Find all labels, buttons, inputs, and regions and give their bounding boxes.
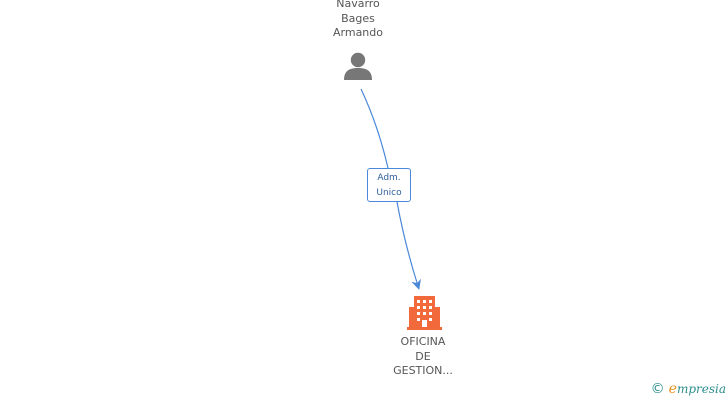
- empresia-watermark: © empresia: [651, 382, 726, 396]
- copyright-icon: ©: [650, 381, 665, 397]
- company-name-line-1: OFICINA: [400, 335, 446, 348]
- company-name-label[interactable]: OFICINA DE GESTION...: [373, 335, 473, 379]
- person-name-line-2: Bages: [341, 11, 375, 25]
- edge-line-bottom: [396, 201, 421, 290]
- company-name-line-3: GESTION...: [393, 364, 453, 377]
- person-name-label[interactable]: Navarro Bages Armando: [318, 0, 398, 41]
- person-name-line-1: Navarro: [336, 0, 380, 10]
- edge-role-label: Adm. Unico: [367, 168, 411, 202]
- person-icon[interactable]: [344, 52, 372, 80]
- edge-role-line-1: Adm.: [377, 173, 401, 183]
- company-name-line-2: DE: [415, 349, 431, 363]
- empresia-logo: empresia: [668, 381, 726, 397]
- edge-role-line-2: Unico: [376, 188, 402, 198]
- person-name-line-3: Armando: [333, 26, 383, 39]
- building-icon[interactable]: [407, 296, 442, 330]
- edge-line-top: [360, 88, 389, 169]
